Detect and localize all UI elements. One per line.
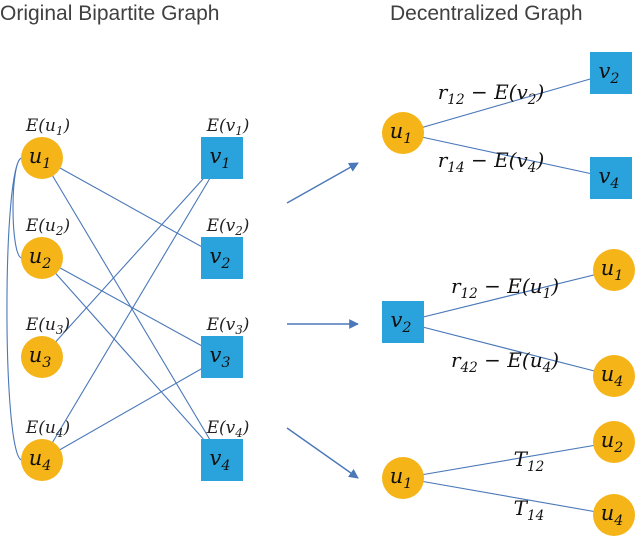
- edge-u2-v3: [41, 257, 223, 358]
- group-1-edge-1: [402, 72, 612, 134]
- group-3-neighbor-label-1: u2: [601, 428, 624, 456]
- user-estimate-u2: E(u2): [25, 216, 70, 238]
- user-estimate-u3: E(u3): [25, 315, 70, 337]
- user-node-u4: [21, 439, 63, 481]
- group-2-neighbor-label-1: u1: [601, 256, 624, 284]
- group-1-edge-label-1: r12 − E(v2): [438, 80, 545, 108]
- group-2-neighbor-node-2: [593, 355, 635, 397]
- user-estimate-u4: E(u4): [25, 418, 70, 440]
- decentralized-groups: u1 v2 r12 − E(v2) v4 r14 − E(v4) v2 u1 r12 − E(…: [382, 52, 635, 536]
- group-3-center-label: u1: [390, 464, 413, 492]
- group-1-edge-2: [402, 132, 612, 179]
- group-2-neighbor-label-2: u4: [601, 362, 624, 390]
- user-node-label-u3: u3: [29, 343, 52, 371]
- edge-u1-u2: [12, 157, 23, 259]
- user-node-u1: [21, 137, 63, 179]
- group-3-neighbor-node-2: [593, 494, 635, 536]
- user-node-label-u2: u2: [29, 244, 52, 272]
- edge-u2-v4: [41, 257, 223, 461]
- group-2-edge-label-1: r12 − E(u1): [451, 274, 559, 302]
- group-3-edge-label-1: T12: [514, 447, 545, 475]
- right-title: Decentralized Graph: [390, 2, 583, 25]
- decentralized-group-2: v2 u1 r12 − E(u1) u4 r42 − E(u4): [382, 249, 635, 397]
- item-node-label-v4: v4: [210, 446, 231, 474]
- edge-u3-v1: [41, 157, 223, 358]
- group-1-neighbor-label-1: v2: [599, 59, 620, 87]
- user-node-label-u1: u1: [29, 144, 52, 172]
- arrow-to-group-1: [286, 162, 359, 204]
- left-title: Original Bipartite Graph: [0, 2, 219, 25]
- item-estimate-v3: E(v3): [206, 315, 250, 337]
- group-1-neighbor-node-2: [590, 157, 632, 199]
- edge-u1-u4: [6, 157, 23, 461]
- group-2-neighbor-node-1: [593, 249, 635, 291]
- group-3-neighbor-label-2: u4: [601, 501, 624, 529]
- user-node-u3: [21, 336, 63, 378]
- transform-arrows: [286, 162, 359, 479]
- item-node-label-v1: v1: [210, 144, 231, 172]
- group-3-neighbor-node-1: [593, 421, 635, 463]
- item-node-v4: [201, 439, 243, 481]
- user-node-u2: [21, 237, 63, 279]
- bipartite-edges: [6, 157, 223, 461]
- group-1-neighbor-label-2: v4: [599, 164, 620, 192]
- item-node-v1: [201, 137, 243, 179]
- bipartite-nodes: u1E(u1)u2E(u2)u3E(u3)u4E(u4)v1E(v1)v2E(v…: [21, 116, 249, 481]
- group-3-edge-2: [402, 477, 615, 516]
- group-1-edge-label-2: r14 − E(v4): [438, 148, 545, 176]
- group-3-center-node: [382, 457, 424, 499]
- group-1-neighbor-node-1: [590, 52, 632, 94]
- group-2-edge-label-2: r42 − E(u4): [451, 348, 559, 376]
- arrow-to-group-3: [286, 427, 359, 479]
- item-estimate-v4: E(v4): [206, 418, 250, 440]
- item-estimate-v1: E(v1): [206, 116, 250, 138]
- user-node-label-u4: u4: [29, 446, 52, 474]
- edge-u4-v3: [41, 356, 223, 461]
- item-node-label-v3: v3: [210, 343, 231, 371]
- group-3-edge-label-2: T14: [514, 496, 545, 524]
- edge-u1-v2: [41, 157, 223, 259]
- item-estimate-v2: E(v2): [206, 216, 250, 238]
- item-node-label-v2: v2: [210, 244, 231, 272]
- group-3-edge-1: [402, 441, 615, 479]
- decentralized-group-1: u1 v2 r12 − E(v2) v4 r14 − E(v4): [382, 52, 632, 199]
- edge-u4-v1: [41, 157, 223, 461]
- group-2-edge-2: [402, 321, 615, 377]
- user-estimate-u1: E(u1): [25, 116, 70, 138]
- group-1-center-label: u1: [390, 119, 413, 147]
- item-node-v2: [201, 237, 243, 279]
- item-node-v3: [201, 336, 243, 378]
- group-2-center-label: v2: [391, 308, 412, 336]
- group-1-center-node: [382, 112, 424, 154]
- group-2-center-node: [382, 301, 424, 343]
- group-2-edge-1: [402, 269, 615, 323]
